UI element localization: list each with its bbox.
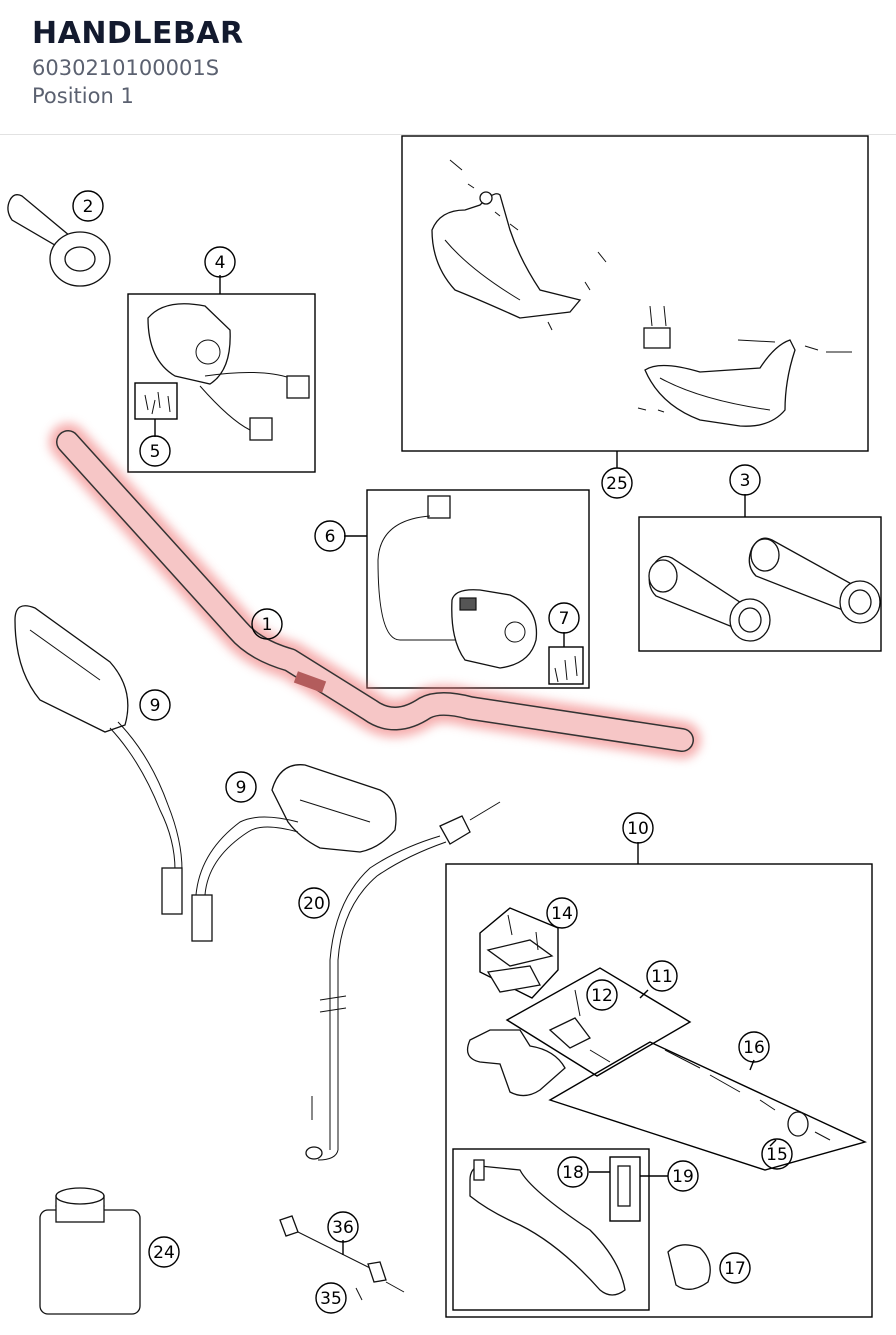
group-box-25 [401, 135, 869, 452]
callouts: 1 2 3 4 5 6 7 9 9 10 11 12 14 15 16 17 1… [72, 190, 793, 1314]
grips-part-3[interactable] [648, 537, 881, 642]
callout-12[interactable]: 12 [586, 979, 618, 1011]
cable-part-20[interactable] [305, 801, 501, 1161]
callout-4[interactable]: 4 [204, 246, 236, 278]
callout-3[interactable]: 3 [729, 464, 761, 496]
group-box-18 [609, 1156, 641, 1222]
group-box-7 [548, 646, 584, 685]
group-box-4 [127, 293, 316, 473]
svg-text:3: 3 [740, 471, 751, 491]
callout-35[interactable]: 35 [315, 1282, 347, 1314]
callout-15[interactable]: 15 [761, 1138, 793, 1170]
svg-text:11: 11 [651, 967, 673, 987]
callout-1[interactable]: 1 [251, 608, 283, 640]
part-number: 6030210100001S [32, 56, 220, 80]
callout-16[interactable]: 16 [738, 1031, 770, 1063]
svg-text:35: 35 [320, 1289, 342, 1309]
callout-17[interactable]: 17 [719, 1252, 751, 1284]
leader-lines [154, 275, 777, 1255]
callout-6[interactable]: 6 [314, 520, 346, 552]
svg-text:36: 36 [332, 1218, 354, 1238]
group-box-10 [445, 863, 873, 1318]
screw-part-35[interactable] [355, 1287, 363, 1301]
svg-text:7: 7 [559, 609, 570, 629]
svg-text:10: 10 [627, 819, 649, 839]
svg-text:18: 18 [562, 1163, 584, 1183]
callout-2[interactable]: 2 [72, 190, 104, 222]
mirror-part-9-right[interactable] [191, 764, 397, 942]
handguards-part-25[interactable] [431, 159, 852, 427]
callout-36[interactable]: 36 [327, 1211, 359, 1243]
svg-text:6: 6 [325, 527, 336, 547]
group-box-11 [505, 967, 692, 1077]
svg-text:2: 2 [83, 197, 94, 217]
callout-9-right[interactable]: 9 [225, 771, 257, 803]
callout-20[interactable]: 20 [298, 887, 330, 919]
callout-25[interactable]: 25 [601, 467, 633, 499]
svg-text:12: 12 [591, 986, 613, 1006]
svg-text:17: 17 [724, 1259, 746, 1279]
svg-text:9: 9 [150, 696, 161, 716]
callout-24[interactable]: 24 [148, 1236, 180, 1268]
group-box-16 [548, 1041, 868, 1171]
svg-text:19: 19 [672, 1167, 694, 1187]
svg-text:16: 16 [743, 1038, 765, 1058]
callout-14[interactable]: 14 [546, 897, 578, 929]
svg-text:14: 14 [551, 904, 573, 924]
grip-part-2[interactable] [7, 194, 111, 287]
svg-text:5: 5 [150, 442, 161, 462]
page-title: HANDLEBAR [32, 16, 244, 51]
position-label: Position 1 [32, 84, 134, 108]
svg-text:9: 9 [236, 778, 247, 798]
callout-18[interactable]: 18 [557, 1156, 589, 1188]
group-box-3 [638, 516, 882, 652]
svg-text:1: 1 [262, 615, 273, 635]
handlebar-part-1[interactable] [49, 423, 701, 759]
mirror-part-9-left[interactable] [14, 605, 183, 915]
group-box-6 [366, 489, 590, 689]
callout-9-left[interactable]: 9 [139, 689, 171, 721]
svg-text:4: 4 [215, 253, 226, 273]
callout-10[interactable]: 10 [622, 812, 654, 844]
svg-text:20: 20 [303, 894, 325, 914]
brake-master-cylinder-part-10[interactable] [466, 914, 831, 1296]
group-box-14 [479, 907, 559, 999]
callout-7[interactable]: 7 [548, 602, 580, 634]
svg-text:25: 25 [606, 474, 628, 494]
group-box-19 [452, 1148, 650, 1311]
callout-11[interactable]: 11 [646, 960, 678, 992]
callout-19[interactable]: 19 [667, 1160, 699, 1192]
switch-part-6[interactable] [377, 495, 578, 683]
svg-text:15: 15 [766, 1145, 788, 1165]
group-box-5 [134, 382, 178, 420]
fluid-bottle-part-24[interactable] [39, 1187, 141, 1315]
sensor-part-36[interactable] [279, 1215, 405, 1293]
header: HANDLEBAR 6030210100001S Position 1 [0, 0, 896, 135]
callout-5[interactable]: 5 [139, 435, 171, 467]
svg-text:24: 24 [153, 1243, 175, 1263]
switch-part-4[interactable] [144, 303, 310, 441]
